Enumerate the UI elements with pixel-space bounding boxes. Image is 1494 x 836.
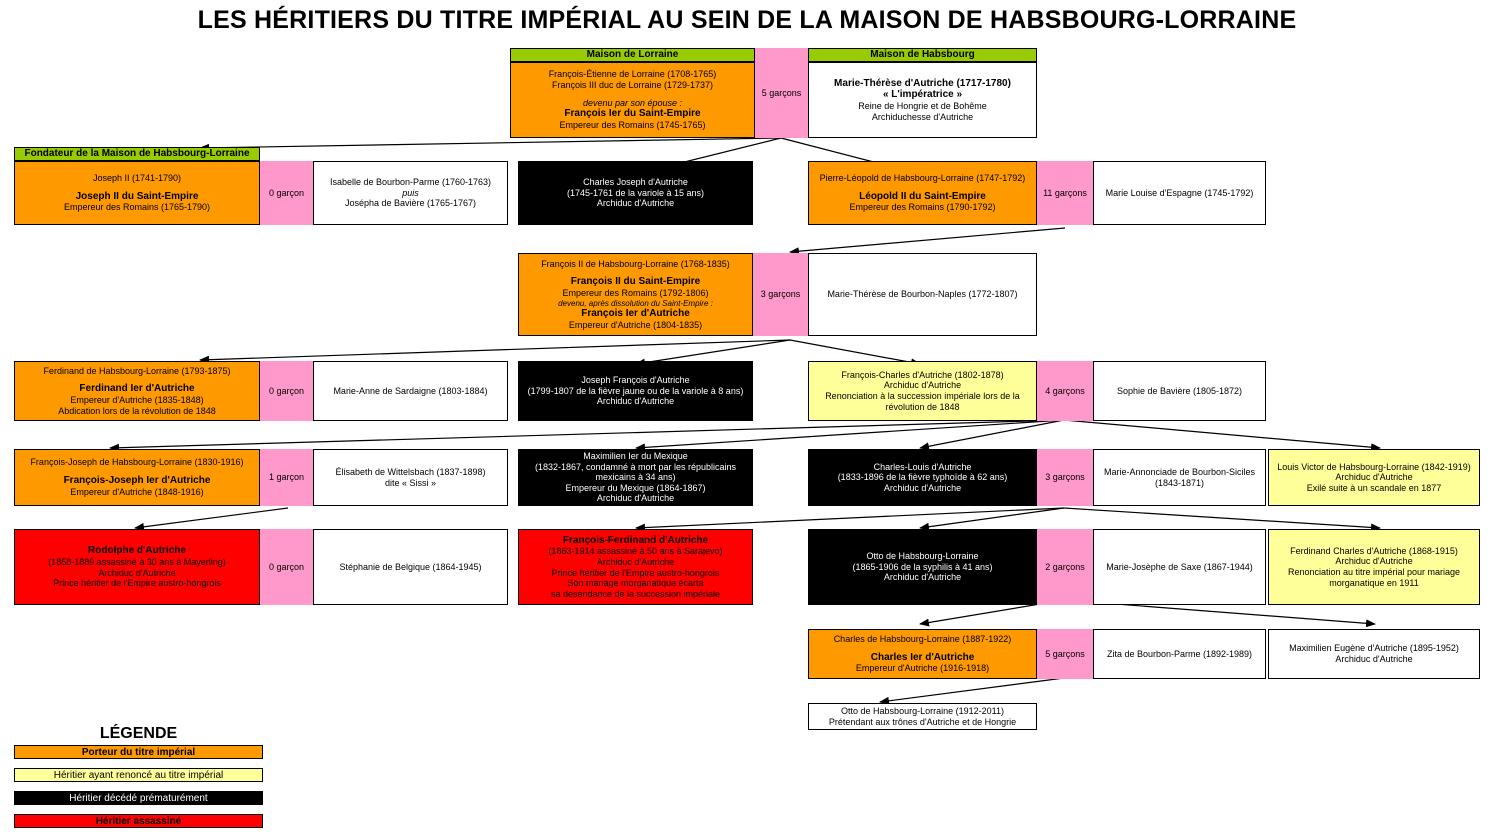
legend-item-assassine: Héritier assassiné [14,814,263,828]
node-charles-joseph[interactable]: Charles Joseph d'Autriche (1745-1761 de … [518,161,753,225]
header-maison-lorraine: Maison de Lorraine [510,48,755,62]
node-ferdinand-charles[interactable]: Ferdinand Charles d'Autriche (1868-1915)… [1268,529,1480,605]
page-title: LES HÉRITIERS DU TITRE IMPÉRIAL AU SEIN … [197,6,1297,34]
node-marie-therese[interactable]: Marie-Thérèse d'Autriche (1717-1780) « L… [808,62,1037,138]
node-otto-1912[interactable]: Otto de Habsbourg-Lorraine (1912-2011) P… [808,703,1037,730]
node-leopold-ii[interactable]: Pierre-Léopold de Habsbourg-Lorraine (17… [808,161,1037,225]
children-count-g1: 5 garçons [755,48,808,138]
legend-item-decede: Héritier décédé prématurément [14,791,263,805]
children-count-g2a: 0 garçon [260,161,313,225]
children-count-g3: 3 garçons [753,253,808,336]
node-francois-ferdinand[interactable]: François-Ferdinand d'Autriche (1863-1914… [518,529,753,605]
node-joseph-ii[interactable]: Joseph II (1741-1790) Joseph II du Saint… [14,161,260,225]
children-count-g5a: 1 garçon [260,449,313,506]
node-marie-louise[interactable]: Marie Louise d'Espagne (1745-1792) [1093,161,1266,225]
node-charles-ier[interactable]: Charles de Habsbourg-Lorraine (1887-1922… [808,629,1037,679]
node-stephanie[interactable]: Stéphanie de Belgique (1864-1945) [313,529,508,605]
legend-item-renonce: Héritier ayant renoncé au titre impérial [14,768,263,782]
node-sophie[interactable]: Sophie de Bavière (1805-1872) [1093,361,1266,421]
node-elisabeth[interactable]: Élisabeth de Wittelsbach (1837-1898) dit… [313,449,508,506]
node-maximilien-eugene[interactable]: Maximilien Eugène d'Autriche (1895-1952)… [1268,629,1480,679]
children-count-g6b: 2 garçons [1037,529,1093,605]
node-zita[interactable]: Zita de Bourbon-Parme (1892-1989) [1093,629,1266,679]
children-count-g5b: 3 garçons [1037,449,1093,506]
children-count-g2b: 11 garçons [1037,161,1093,225]
node-francois-charles[interactable]: François-Charles d'Autriche (1802-1878) … [808,361,1037,421]
children-count-g4a: 0 garçon [260,361,313,421]
node-marie-josephe[interactable]: Marie-Josèphe de Saxe (1867-1944) [1093,529,1266,605]
legend-title: LÉGENDE [99,725,178,742]
node-marie-annonciade[interactable]: Marie-Annonciade de Bourbon-Siciles (184… [1093,449,1266,506]
node-otto[interactable]: Otto de Habsbourg-Lorraine (1865-1906 de… [808,529,1037,605]
children-count-g6a: 0 garçon [260,529,313,605]
node-maximilien-mexique[interactable]: Maximilien Ier du Mexique (1832-1867, co… [518,449,753,506]
node-marie-therese-naples[interactable]: Marie-Thérèse de Bourbon-Naples (1772-18… [808,253,1037,336]
children-count-g7: 5 garçons [1037,629,1093,679]
node-louis-victor[interactable]: Louis Victor de Habsbourg-Lorraine (1842… [1268,449,1480,506]
node-ferdinand-ier[interactable]: Ferdinand de Habsbourg-Lorraine (1793-18… [14,361,260,421]
node-marie-anne[interactable]: Marie-Anne de Sardaigne (1803-1884) [313,361,508,421]
node-francois-ii[interactable]: François II de Habsbourg-Lorraine (1768-… [518,253,753,336]
node-isabelle-josepha[interactable]: Isabelle de Bourbon-Parme (1760-1763) pu… [313,161,508,225]
node-charles-louis[interactable]: Charles-Louis d'Autriche (1833-1896 de l… [808,449,1037,506]
node-francois-joseph[interactable]: François-Joseph de Habsbourg-Lorraine (1… [14,449,260,506]
legend-item-porteur: Porteur du titre impérial [14,745,263,759]
node-francois-etienne[interactable]: François-Étienne de Lorraine (1708-1765)… [510,62,755,138]
header-fondateur: Fondateur de la Maison de Habsbourg-Lorr… [14,147,260,161]
children-count-g4b: 4 garçons [1037,361,1093,421]
header-maison-habsbourg: Maison de Habsbourg [808,48,1037,62]
node-joseph-francois[interactable]: Joseph François d'Autriche (1799-1807 de… [518,361,753,421]
node-rodolphe[interactable]: Rodolphe d'Autriche (1858-1889 assassiné… [14,529,260,605]
